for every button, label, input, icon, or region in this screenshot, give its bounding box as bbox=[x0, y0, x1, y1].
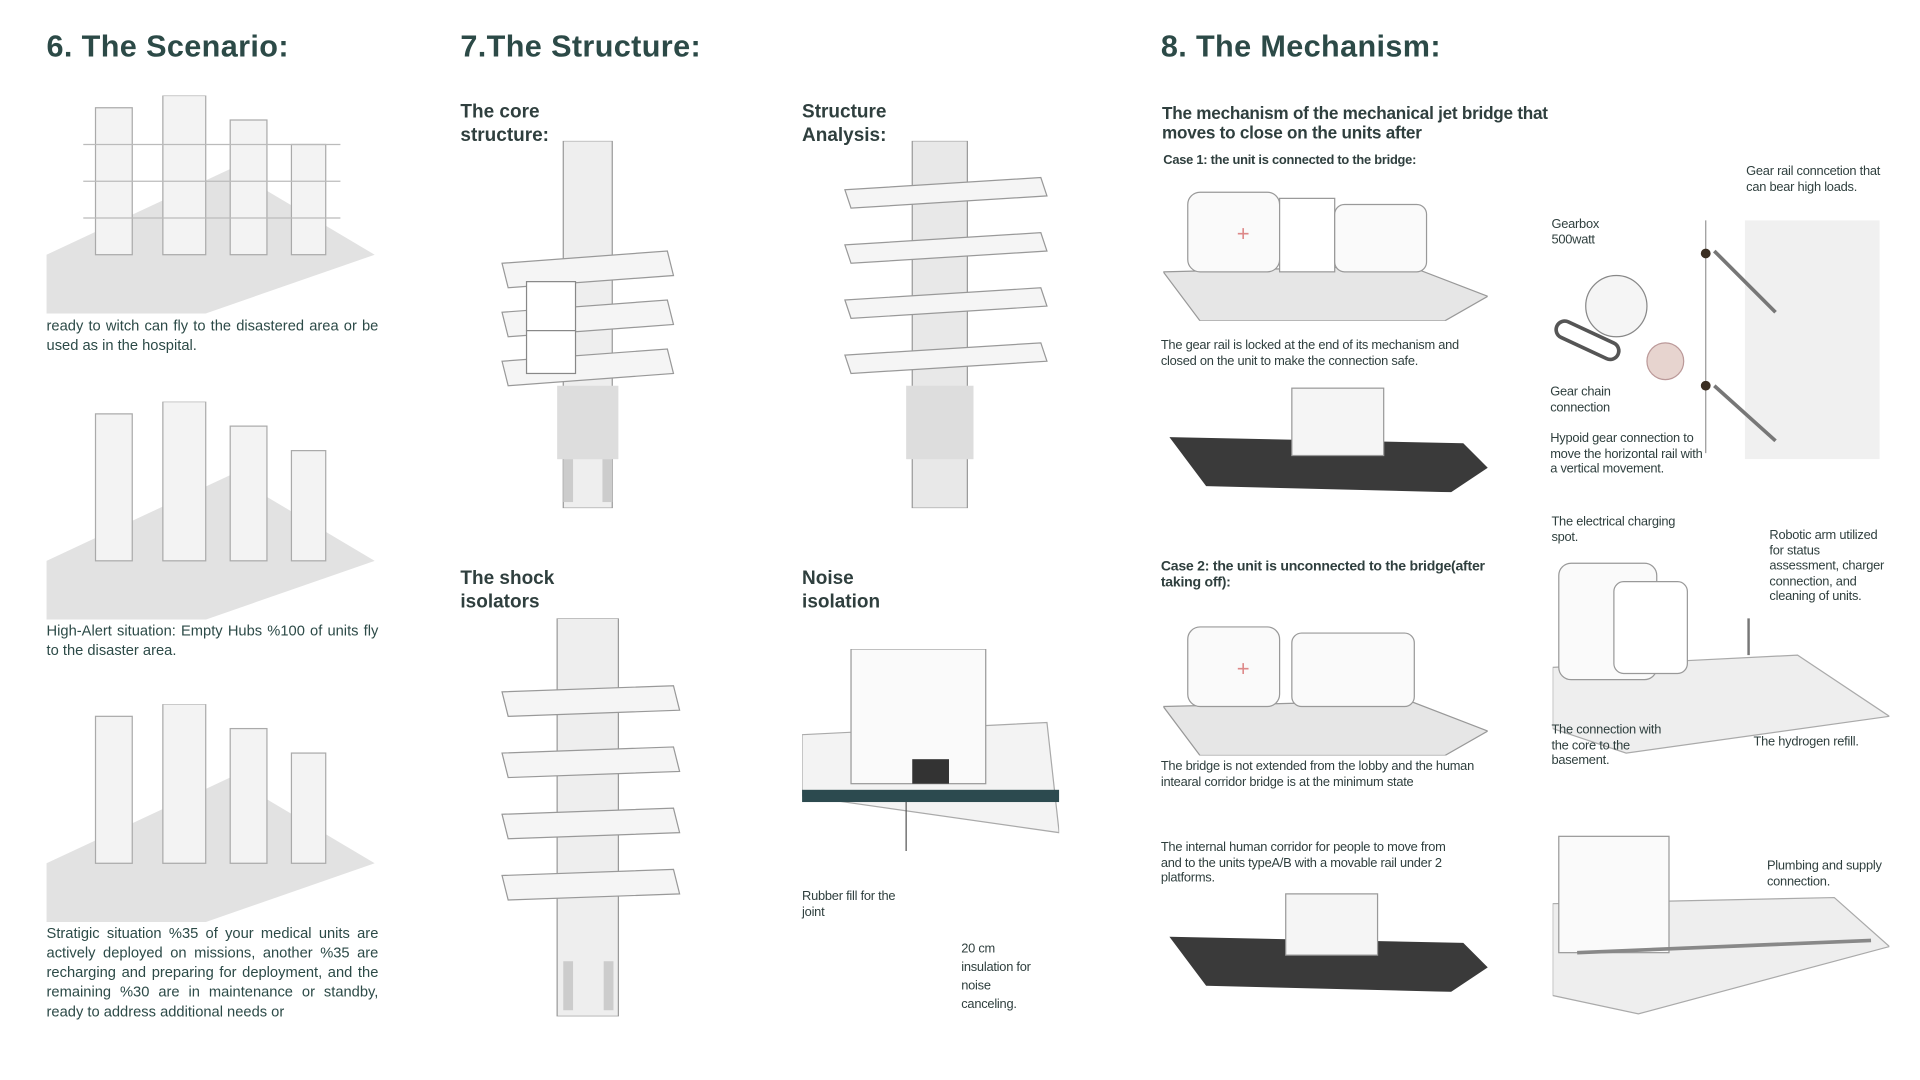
core-connection-label: The connection with the core to the base… bbox=[1551, 722, 1662, 768]
charging-station-render bbox=[1552, 545, 1890, 765]
hydrogen-refill-label: The hydrogen refill. bbox=[1753, 734, 1859, 750]
scenario-text-2: High-Alert situation: Empty Hubs %100 of… bbox=[46, 622, 379, 659]
corridor-platform-render bbox=[1169, 888, 1488, 992]
shock-isolators-render bbox=[496, 618, 686, 1017]
shock-isolators-label: The shock isolators bbox=[460, 568, 555, 613]
gear-chain-label: Gear chain connection bbox=[1550, 384, 1611, 415]
gear-rail-label: Gear rail conncetion that can bear high … bbox=[1746, 164, 1881, 195]
scenario-text-3: Stratigic situation %35 of your medical … bbox=[46, 924, 379, 1021]
case2-bridge-render: + bbox=[1163, 609, 1488, 756]
structure-analysis-render bbox=[833, 140, 1053, 509]
case2-caption: The bridge is not extended from the lobb… bbox=[1160, 759, 1475, 790]
robotic-arm-label: Robotic arm utilized for status assessme… bbox=[1769, 527, 1885, 604]
plumbing-render bbox=[1552, 830, 1890, 1020]
rubber-fill-label: Rubber fill for the joint bbox=[802, 888, 896, 919]
corridor-caption: The internal human corridor for people t… bbox=[1160, 840, 1446, 886]
svg-text:+: + bbox=[1237, 221, 1250, 246]
hypoid-gear-label: Hypoid gear connection to move the horiz… bbox=[1550, 431, 1703, 477]
city-render-1 bbox=[46, 95, 375, 314]
scenario-text-1: ready to witch can fly to the disastered… bbox=[46, 317, 379, 354]
structure-title: 7.The Structure: bbox=[460, 29, 702, 64]
mechanism-title: 8. The Mechanism: bbox=[1160, 29, 1441, 64]
core-structure-label: The core structure: bbox=[460, 101, 550, 146]
case2-label: Case 2: the unit is unconnected to the b… bbox=[1160, 559, 1485, 590]
case1-label: Case 1: the unit is connected to the bri… bbox=[1163, 153, 1417, 168]
scenario-title: 6. The Scenario: bbox=[46, 29, 289, 64]
svg-text:+: + bbox=[1237, 656, 1250, 681]
case1-platform-render bbox=[1169, 382, 1488, 493]
core-structure-render bbox=[496, 140, 680, 509]
case1-caption: The gear rail is locked at the end of it… bbox=[1160, 337, 1459, 368]
charging-spot-label: The electrical charging spot. bbox=[1551, 514, 1676, 545]
gear-mechanism-render bbox=[1549, 214, 1886, 460]
city-render-3 bbox=[46, 704, 375, 923]
noise-isolation-label: Noise isolation bbox=[802, 568, 881, 613]
city-render-2 bbox=[46, 401, 375, 620]
noise-isolation-render bbox=[802, 648, 1060, 857]
structure-analysis-label: Structure Analysis: bbox=[802, 101, 887, 146]
gearbox-label: Gearbox 500watt bbox=[1551, 216, 1600, 247]
insulation-label: 20 cm insulation for noise canceling. bbox=[961, 941, 1031, 1012]
plumbing-label: Plumbing and supply connection. bbox=[1766, 858, 1882, 889]
mechanism-intro: The mechanism of the mechanical jet brid… bbox=[1162, 102, 1548, 143]
case1-bridge-render: + bbox=[1163, 174, 1488, 321]
